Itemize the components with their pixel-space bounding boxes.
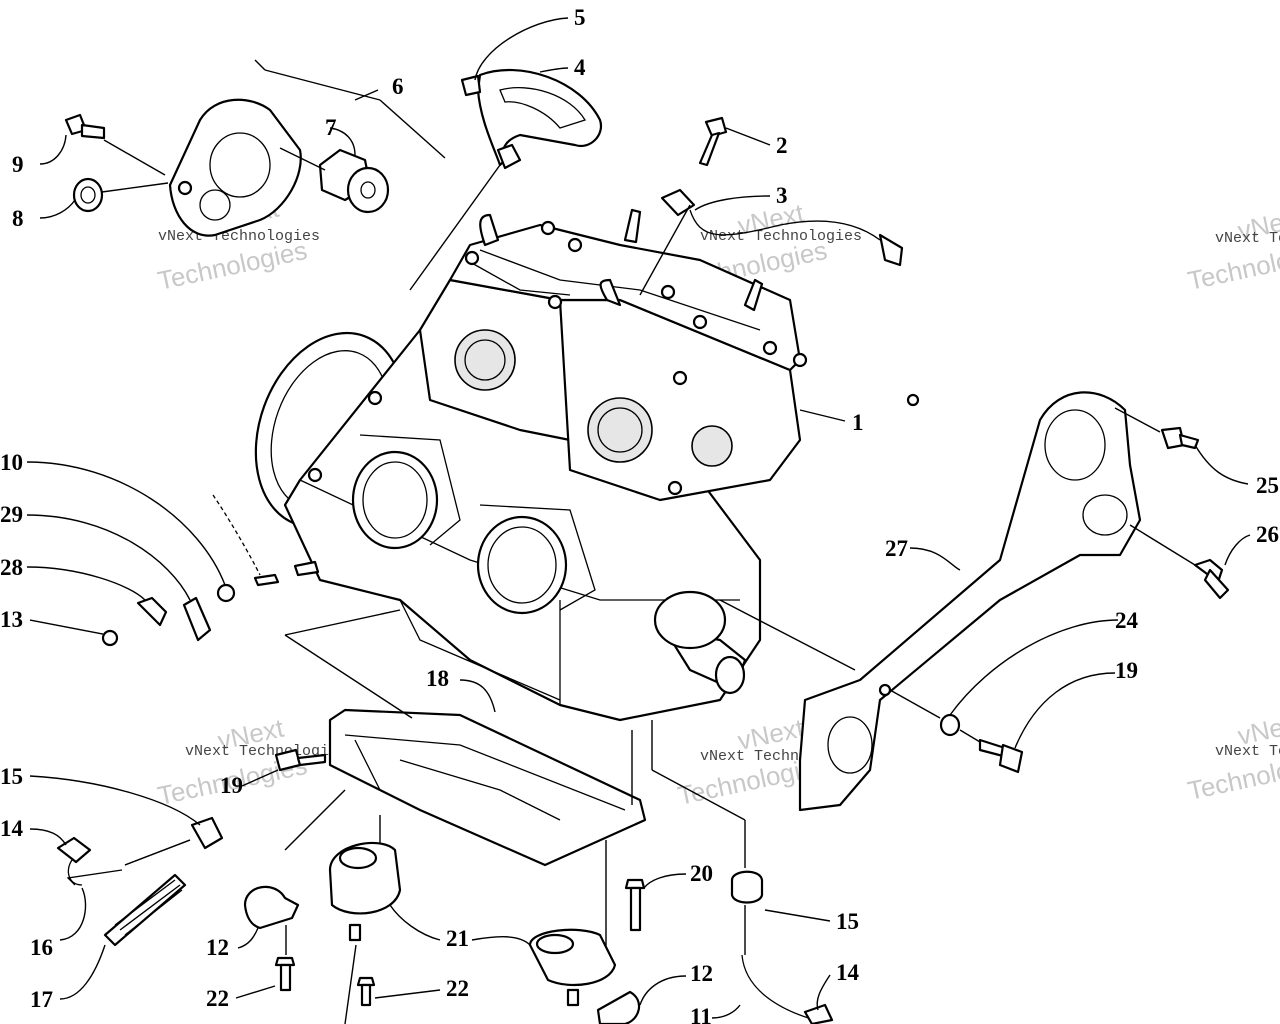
callout-28: 28 [0,555,23,580]
bolt-part-9 [64,113,166,176]
callout-15b: 15 [836,909,859,934]
recoil-housing-part-6 [168,59,446,237]
leader-lines [26,17,1251,1019]
callout-17: 17 [30,987,53,1012]
callout-1: 1 [852,410,864,435]
callout-24: 24 [1115,608,1139,633]
callout-2: 2 [776,133,788,158]
clamp-assembly-left [101,494,320,647]
strap-part-12-right [596,990,641,1024]
hose-assembly-left [56,816,224,947]
callout-25: 25 [1256,473,1279,498]
svg-text:vNext Technologies: vNext Technologies [185,743,347,760]
callout-9: 9 [12,152,24,177]
callout-18: 18 [426,666,449,691]
watermark-right: vNext vNext Technologies Technologies [1185,203,1280,296]
bolts-part-19-25-26 [939,407,1230,774]
callout-11: 11 [690,1004,712,1024]
strap-part-12-left [243,885,300,930]
watermark-lower-right: vNext vNext Technologies Technologies [1185,708,1280,806]
callout-3: 3 [776,183,788,208]
mount-part-21-left [328,841,402,942]
svg-text:vNext Technologies: vNext Technologies [1215,743,1280,760]
bracket-part-27 [719,391,1142,812]
callout-13: 13 [0,607,23,632]
callout-labels: 1 2 3 4 5 6 7 8 9 10 29 28 13 18 19 15 1… [0,5,1279,1024]
callout-27: 27 [885,536,908,561]
callout-19b: 19 [1115,658,1138,683]
washer-part-8 [72,177,169,213]
callout-21: 21 [446,926,469,951]
callout-14b: 14 [836,960,860,985]
callout-12b: 12 [690,961,713,986]
callout-26: 26 [1256,522,1279,547]
callout-16: 16 [30,935,53,960]
callout-19a: 19 [220,773,243,798]
callout-29: 29 [0,502,23,527]
pulley-part-7 [279,147,390,214]
callout-6: 6 [392,74,404,99]
callout-8: 8 [12,206,24,231]
mount-part-21-right [528,928,617,1007]
callout-4: 4 [574,55,586,80]
svg-text:vNext Technologies: vNext Technologies [700,228,862,245]
callout-22b: 22 [446,976,469,1001]
callout-10: 10 [0,450,23,475]
callout-7: 7 [325,115,337,140]
bolt-part-22-left [274,925,296,992]
engine-block [254,208,808,722]
callout-14a: 14 [0,816,24,841]
callout-12a: 12 [206,935,229,960]
handle-part-4 [409,68,603,291]
clip-part-5 [460,74,482,97]
bolt-part-2 [698,116,728,167]
bolt-part-22-right [344,944,376,1024]
bolt-part-20 [624,878,646,932]
callout-20: 20 [690,861,713,886]
hose-assembly-right [651,720,834,1024]
svg-text:vNext Technologies: vNext Technologies [1215,230,1280,247]
callout-22a: 22 [206,986,229,1011]
mount-plate-part-18 [274,609,647,965]
callout-5: 5 [574,5,586,30]
callout-15a: 15 [0,764,23,789]
sensor-part-3 [639,188,904,296]
